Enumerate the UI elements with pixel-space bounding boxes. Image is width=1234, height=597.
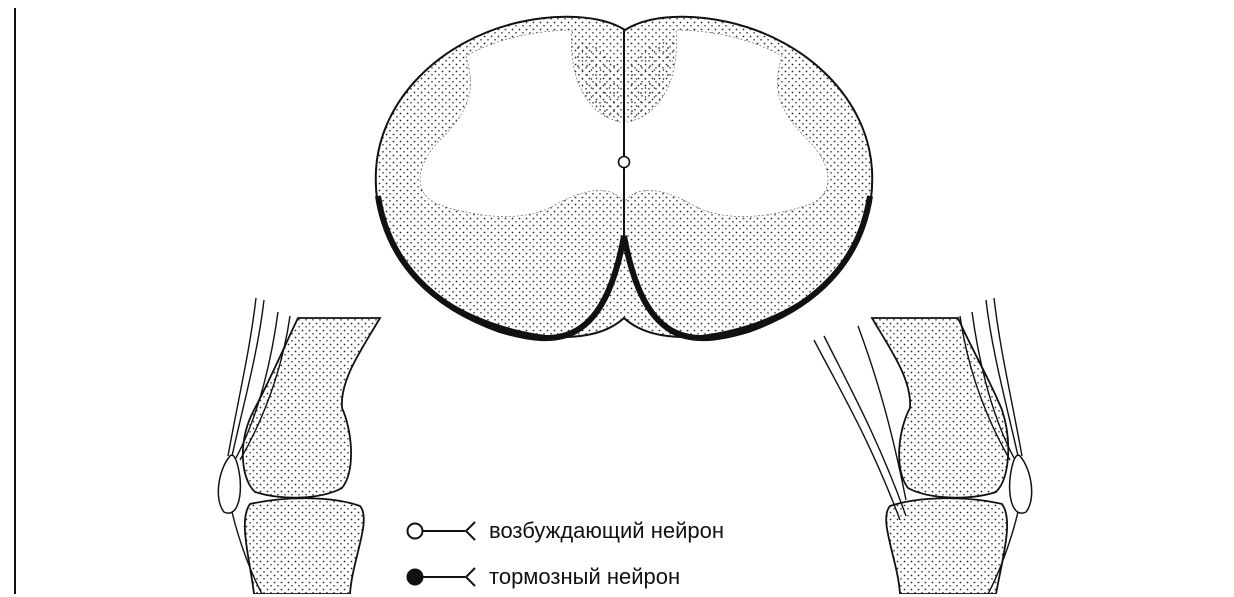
inhibitory-neuron-label: тормозный нейрон: [489, 564, 680, 590]
excitatory-neuron-icon: [403, 519, 481, 543]
right-flexor-b: [824, 336, 906, 516]
central-canal: [619, 157, 630, 168]
legend-inhibitory-neuron: тормозный нейрон: [403, 557, 863, 597]
left-tibia: [245, 498, 364, 594]
left-knee-joint: [218, 298, 380, 594]
right-femur: [872, 318, 1008, 498]
legend-excitatory-neuron: возбуждающий нейрон: [403, 511, 863, 551]
left-femur: [243, 318, 380, 498]
left-patella: [218, 455, 240, 513]
inhibitory-neuron-icon: [403, 565, 481, 589]
right-patella: [1010, 455, 1032, 513]
spinal-cord-cross-section: [376, 17, 872, 338]
excitatory-neuron-label: возбуждающий нейрон: [489, 518, 724, 544]
right-flexor-a: [814, 340, 900, 520]
